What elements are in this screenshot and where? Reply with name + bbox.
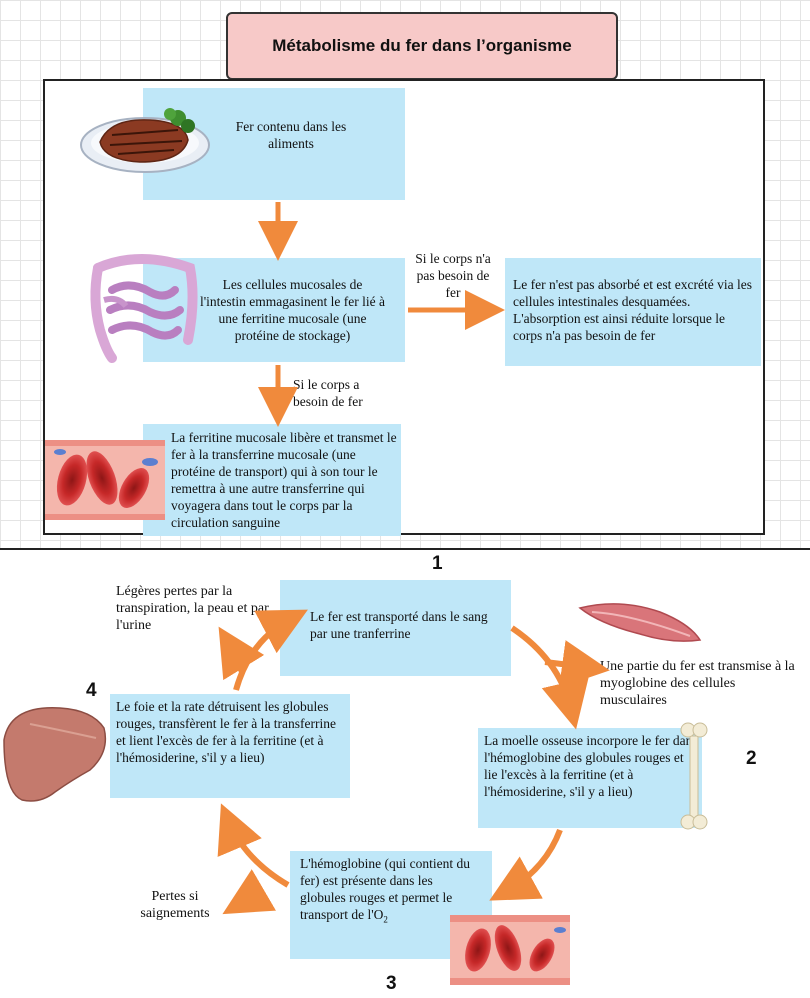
arrow-step2-to-step3 <box>489 828 563 901</box>
step1-text: Le fer est transporté dans le sang par u… <box>310 609 488 641</box>
blood-vessel-icon <box>45 440 165 520</box>
arrow-to-losses <box>218 626 265 681</box>
bone-icon <box>680 722 708 830</box>
not-needed-label: Si le corps n'a pas besoin de fer <box>415 251 491 300</box>
step4-text: Le foie et la rate détruisent les globul… <box>116 699 337 765</box>
step3-text-main: L'hémoglobine (qui contient du fer) est … <box>300 856 471 922</box>
transport-box: La ferritine mucosale libère et transmet… <box>143 424 401 536</box>
cycle-arrows <box>217 609 610 915</box>
losses-label: Légères pertes par la transpiration, la … <box>116 584 269 633</box>
liver-icon <box>3 707 107 802</box>
arrow-step4-to-step1 <box>233 609 308 691</box>
panel1-arrows <box>258 202 505 427</box>
bleeding-label: Pertes si saignements <box>140 889 210 921</box>
excreted-box: Le fer n'est pas absorbé et est excrété … <box>505 258 761 366</box>
food-text: Fer contenu dans les aliments <box>235 119 347 151</box>
step1-number: 1 <box>432 553 443 574</box>
steak-plate-icon <box>80 108 210 173</box>
transport-text: La ferritine mucosale libère et transmet… <box>171 430 397 530</box>
arrow-step1-to-step2 <box>510 625 589 730</box>
step2-text: La moelle osseuse incorpore le fer dans … <box>484 733 698 799</box>
step1-box: Le fer est transporté dans le sang par u… <box>280 580 511 676</box>
step4-box: Le foie et la rate détruisent les globul… <box>110 694 350 798</box>
food-box: Fer contenu dans les aliments <box>143 88 405 200</box>
step4-number: 4 <box>86 680 97 701</box>
arrow-to-muscle <box>544 640 610 688</box>
step3-text: L'hémoglobine (qui contient du fer) est … <box>300 855 480 929</box>
excreted-text: Le fer n'est pas absorbé et est excrété … <box>513 277 752 343</box>
needed-label: Si le corps a besoin de fer <box>293 377 363 409</box>
arrow-step3-to-step4 <box>217 803 290 888</box>
intestine-icon <box>90 254 198 363</box>
blood-vessel-bottom-icon <box>450 915 570 985</box>
title-text: Métabolisme du fer dans l’organisme <box>272 36 572 55</box>
step3-text-sub: 2 <box>383 914 388 925</box>
page-title: Métabolisme du fer dans l’organisme <box>226 12 618 80</box>
arrow-to-bleeding <box>222 869 277 915</box>
muscle-label: Une partie du fer est transmise à la myo… <box>600 659 795 708</box>
step3-number: 3 <box>386 973 397 994</box>
step2-number: 2 <box>746 748 757 769</box>
step2-box: La moelle osseuse incorpore le fer dans … <box>478 728 702 828</box>
mucosal-text: Les cellules mucosales de l'intestin emm… <box>200 277 385 343</box>
muscle-icon <box>578 603 702 642</box>
